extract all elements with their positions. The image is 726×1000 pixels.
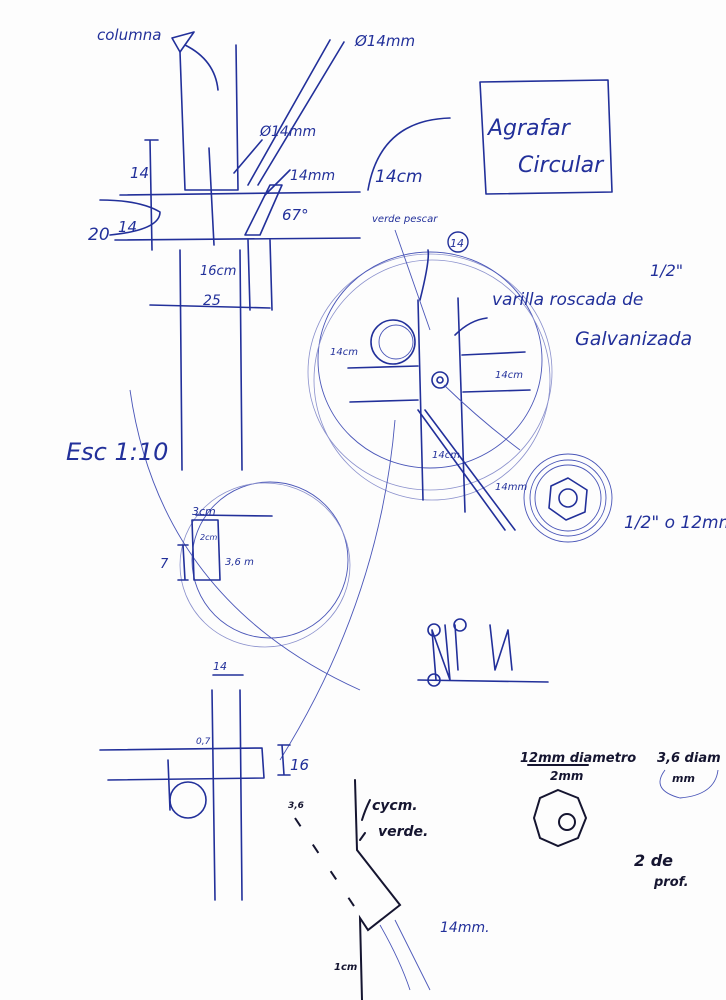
label-dim-14: 14 (130, 164, 149, 182)
label-3-6m: 3,6 m (225, 557, 254, 568)
label-scale: Esc 1:10 (66, 438, 168, 466)
bracket-drawing (294, 764, 719, 1000)
label-diameter-top: Ø14mm (354, 32, 415, 50)
label-depth-1: 2 de (634, 851, 673, 870)
bottom-column (99, 674, 291, 901)
label-verde: verde. (378, 824, 428, 840)
label-circ-14cm-b: 14cm (495, 370, 523, 381)
label-box-title-1: Agrafar (486, 116, 572, 141)
label-verde-pescar: verde pescar (372, 214, 438, 225)
label-14cm: 14cm (375, 167, 423, 187)
label-16cm: 16cm (200, 264, 236, 279)
label-box-title-2: Circular (518, 153, 605, 178)
label-3cm: 3cm (192, 505, 216, 518)
label-dim-20: 20 (88, 225, 110, 245)
label-circle-14: 14 (450, 237, 464, 250)
label-1cm: 1cm (334, 962, 357, 973)
circle-marker (447, 231, 469, 253)
label-circ-14mm: 14mm (495, 482, 527, 493)
label-dim-14b: 14 (118, 218, 137, 236)
nut-drawing (523, 453, 613, 543)
column-drawing (99, 31, 451, 471)
label-circ-14cm-c: 14cm (432, 450, 460, 461)
label-25: 25 (203, 293, 221, 309)
spring-drawing (417, 618, 549, 687)
label-14-bottom: 14 (213, 660, 227, 673)
label-width-14mm: 14mm (290, 168, 335, 184)
label-16: 16 (290, 756, 309, 774)
label-circ-14cm-a: 14cm (330, 347, 358, 358)
lower-circle-detail (129, 389, 396, 761)
label-angle: 67° (282, 206, 309, 224)
label-0-7: 0,7 (196, 737, 211, 747)
label-varilla: varilla roscada de (492, 290, 643, 310)
label-7: 7 (160, 557, 169, 572)
label-cycm: cycm. (372, 798, 418, 814)
label-2cm: 2cm (200, 533, 217, 542)
label-half-inch: 1/2" (650, 261, 683, 280)
label-diam-3-6: 3,6 diam (657, 751, 721, 766)
label-diametro: 12mm diametro (520, 751, 636, 766)
circle-detail (307, 229, 553, 531)
label-nut-size: 1/2" o 12mm (624, 513, 726, 533)
label-columna: columna (97, 26, 161, 44)
label-galvanizada: Galvanizada (575, 328, 692, 350)
label-depth-2: prof. (653, 875, 689, 890)
label-diameter-mid: Ø14mm (259, 124, 316, 140)
label-diam-mm: mm (672, 772, 695, 785)
label-3-6-small: 3,6 (288, 801, 304, 811)
note-box (479, 79, 613, 195)
label-14mm-bottom: 14mm. (440, 920, 490, 936)
label-2mm: 2mm (550, 769, 583, 783)
